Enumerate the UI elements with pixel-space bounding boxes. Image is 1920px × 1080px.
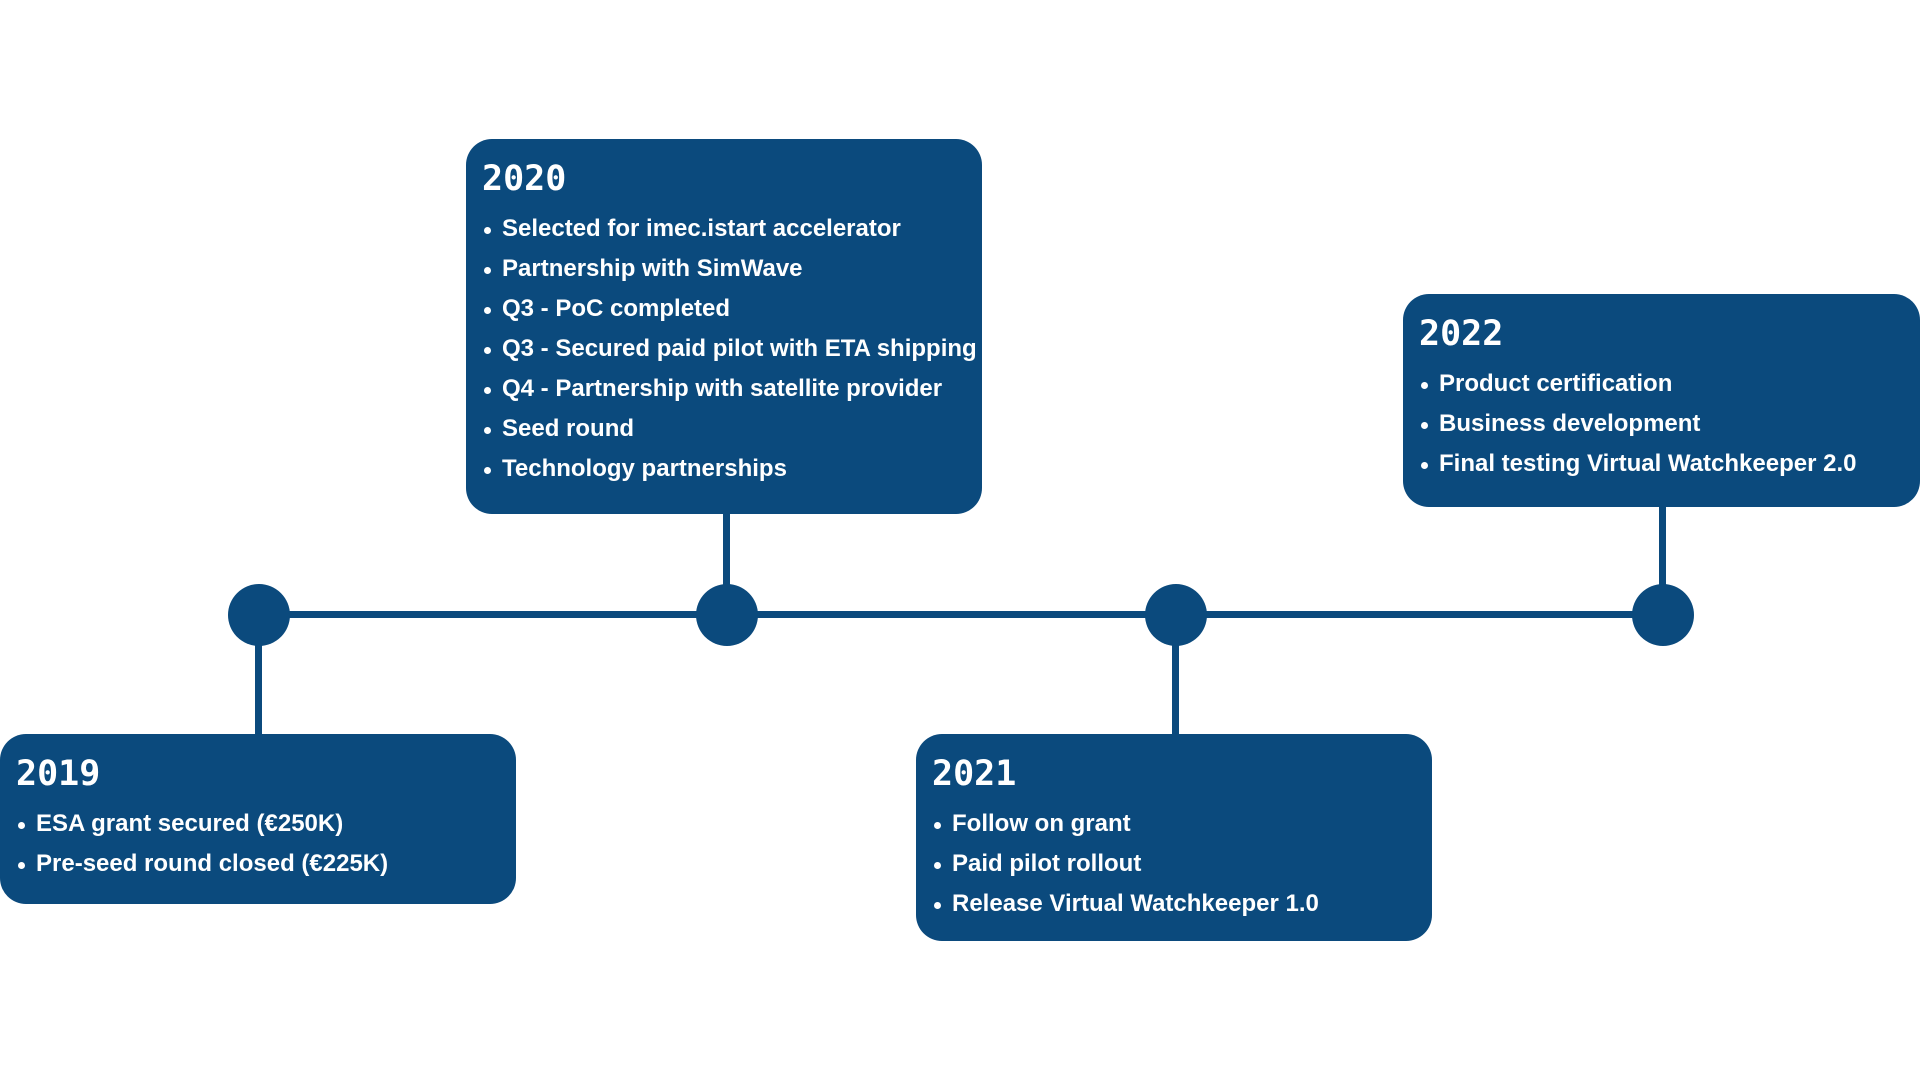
list-item: Release Virtual Watchkeeper 1.0 [932, 884, 1416, 924]
list-item: Q3 - PoC completed [482, 289, 966, 329]
list-item: Product certification [1419, 364, 1904, 404]
list-item: Q4 - Partnership with satellite provider [482, 369, 966, 409]
milestone-year: 2021 [932, 754, 1017, 794]
timeline-node-2020 [696, 584, 758, 646]
timeline-node-2019 [228, 584, 290, 646]
list-item: Technology partnerships [482, 449, 966, 489]
milestone-list: Product certification Business developme… [1419, 364, 1904, 484]
list-item: Pre-seed round closed (€225K) [16, 844, 500, 884]
list-item: Follow on grant [932, 804, 1416, 844]
connector-2020 [723, 513, 730, 614]
milestone-list: Selected for imec.istart accelerator Par… [482, 209, 977, 489]
list-item: ESA grant secured (€250K) [16, 804, 500, 844]
connector-2022 [1659, 505, 1666, 614]
milestone-year: 2022 [1419, 314, 1504, 354]
milestone-year: 2020 [482, 159, 567, 199]
milestone-card-2022: 2022 Product certification Business deve… [1403, 294, 1920, 507]
milestone-card-2019: 2019 ESA grant secured (€250K) Pre-seed … [0, 734, 516, 904]
timeline-node-2022 [1632, 584, 1694, 646]
timeline-node-2021 [1145, 584, 1207, 646]
connector-2021 [1172, 614, 1179, 736]
milestone-card-2021: 2021 Follow on grant Paid pilot rollout … [916, 734, 1432, 941]
milestone-card-2020: 2020 Selected for imec.istart accelerato… [466, 139, 982, 514]
list-item: Final testing Virtual Watchkeeper 2.0 [1419, 444, 1904, 484]
list-item: Paid pilot rollout [932, 844, 1416, 884]
list-item: Seed round [482, 409, 966, 449]
milestone-year: 2019 [16, 754, 101, 794]
milestone-list: ESA grant secured (€250K) Pre-seed round… [16, 804, 500, 884]
timeline-axis [258, 611, 1664, 618]
list-item: Selected for imec.istart accelerator [482, 209, 966, 249]
list-item: Business development [1419, 404, 1904, 444]
connector-2019 [255, 614, 262, 736]
list-item: Q3 - Secured paid pilot with ETA shippin… [482, 329, 977, 369]
milestone-list: Follow on grant Paid pilot rollout Relea… [932, 804, 1416, 924]
list-item: Partnership with SimWave [482, 249, 966, 289]
